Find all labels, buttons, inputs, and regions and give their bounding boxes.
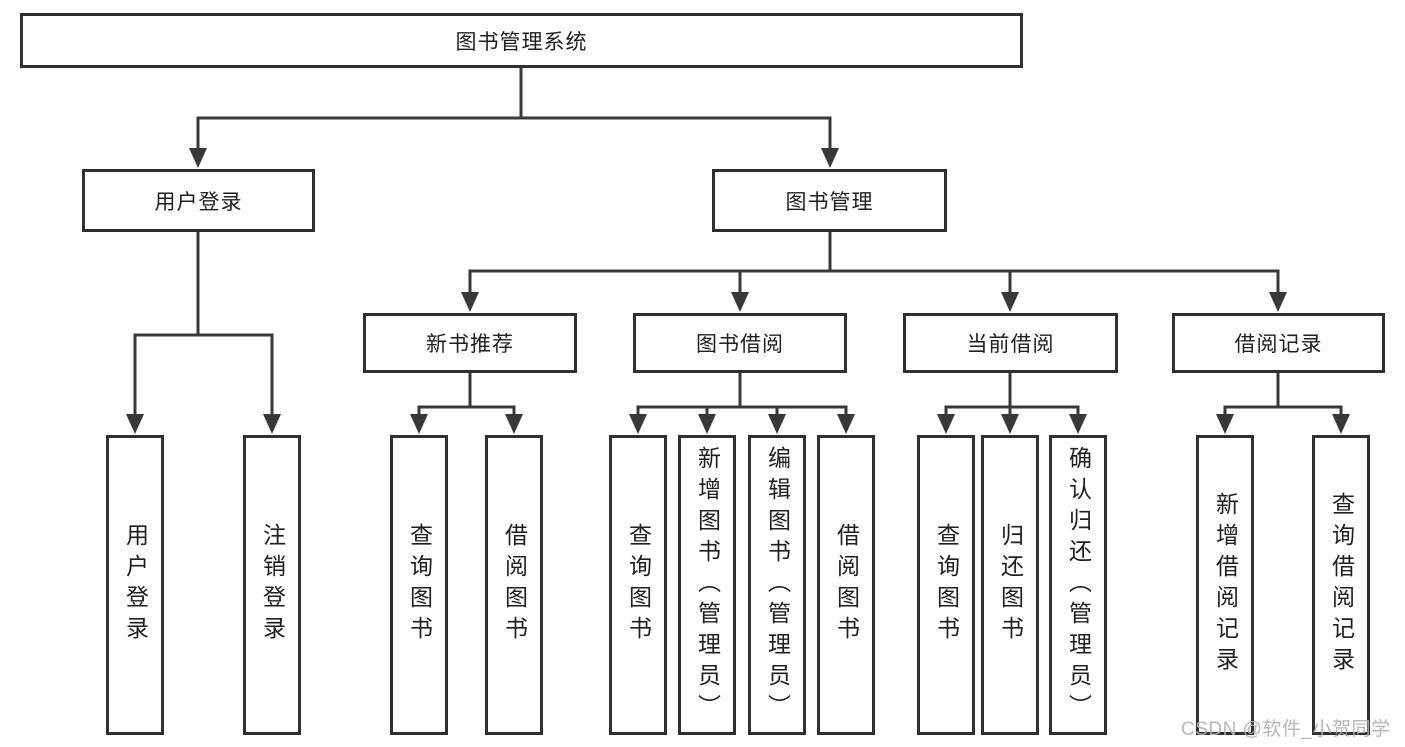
leaf-query-books-current-label: 查询图书: [933, 523, 960, 647]
leaf-logout: 注销登录: [243, 435, 301, 735]
node-root-system: 图书管理系统: [20, 13, 1023, 68]
leaf-confirm-return-admin-label: 确认归还（管理员）: [1065, 445, 1092, 725]
node-current-borrowing: 当前借阅: [903, 313, 1118, 373]
leaf-query-books-current: 查询图书: [917, 435, 975, 735]
node-new-book-recommend: 新书推荐: [363, 313, 577, 373]
leaf-add-borrow-record: 新增借阅记录: [1196, 435, 1254, 735]
leaf-edit-books-admin: 编辑图书（管理员）: [748, 435, 806, 735]
leaf-borrow-books-recommend: 借阅图书: [485, 435, 543, 735]
leaf-user-login-label: 用户登录: [122, 523, 149, 647]
leaf-return-books: 归还图书: [981, 435, 1039, 735]
node-borrowing-records-label: 借阅记录: [1234, 333, 1323, 356]
node-book-management: 图书管理: [712, 169, 947, 232]
leaf-query-books-recommend-label: 查询图书: [406, 523, 433, 647]
leaf-add-books-admin: 新增图书（管理员）: [678, 435, 736, 735]
leaf-query-borrow-record-label: 查询借阅记录: [1328, 492, 1355, 678]
node-book-management-label: 图书管理: [785, 190, 874, 214]
node-current-borrowing-label: 当前借阅: [966, 333, 1055, 356]
leaf-user-login: 用户登录: [106, 435, 164, 735]
leaf-borrow-books: 借阅图书: [817, 435, 875, 735]
leaf-logout-label: 注销登录: [259, 523, 286, 647]
node-book-borrowing-label: 图书借阅: [696, 333, 784, 356]
leaf-edit-books-admin-label: 编辑图书（管理员）: [764, 445, 791, 725]
leaf-borrow-books-label: 借阅图书: [833, 523, 860, 647]
node-borrowing-records: 借阅记录: [1172, 313, 1385, 373]
leaf-add-books-admin-label: 新增图书（管理员）: [694, 445, 721, 725]
leaf-return-books-label: 归还图书: [997, 523, 1024, 647]
node-user-login-label: 用户登录: [154, 190, 243, 214]
arrowheads: [126, 148, 1350, 434]
leaf-borrow-books-recommend-label: 借阅图书: [501, 523, 528, 647]
node-book-borrowing: 图书借阅: [633, 313, 847, 373]
node-root-label: 图书管理系统: [455, 30, 588, 54]
leaf-confirm-return-admin: 确认归还（管理员）: [1049, 435, 1107, 735]
leaf-query-borrow-record: 查询借阅记录: [1312, 435, 1370, 735]
leaf-query-books-borrow-label: 查询图书: [625, 523, 652, 647]
leaf-query-books-borrow: 查询图书: [609, 435, 667, 735]
leaf-query-books-recommend: 查询图书: [390, 435, 448, 735]
node-user-login: 用户登录: [82, 169, 315, 232]
node-new-book-recommend-label: 新书推荐: [426, 333, 514, 356]
leaf-add-borrow-record-label: 新增借阅记录: [1212, 492, 1239, 678]
